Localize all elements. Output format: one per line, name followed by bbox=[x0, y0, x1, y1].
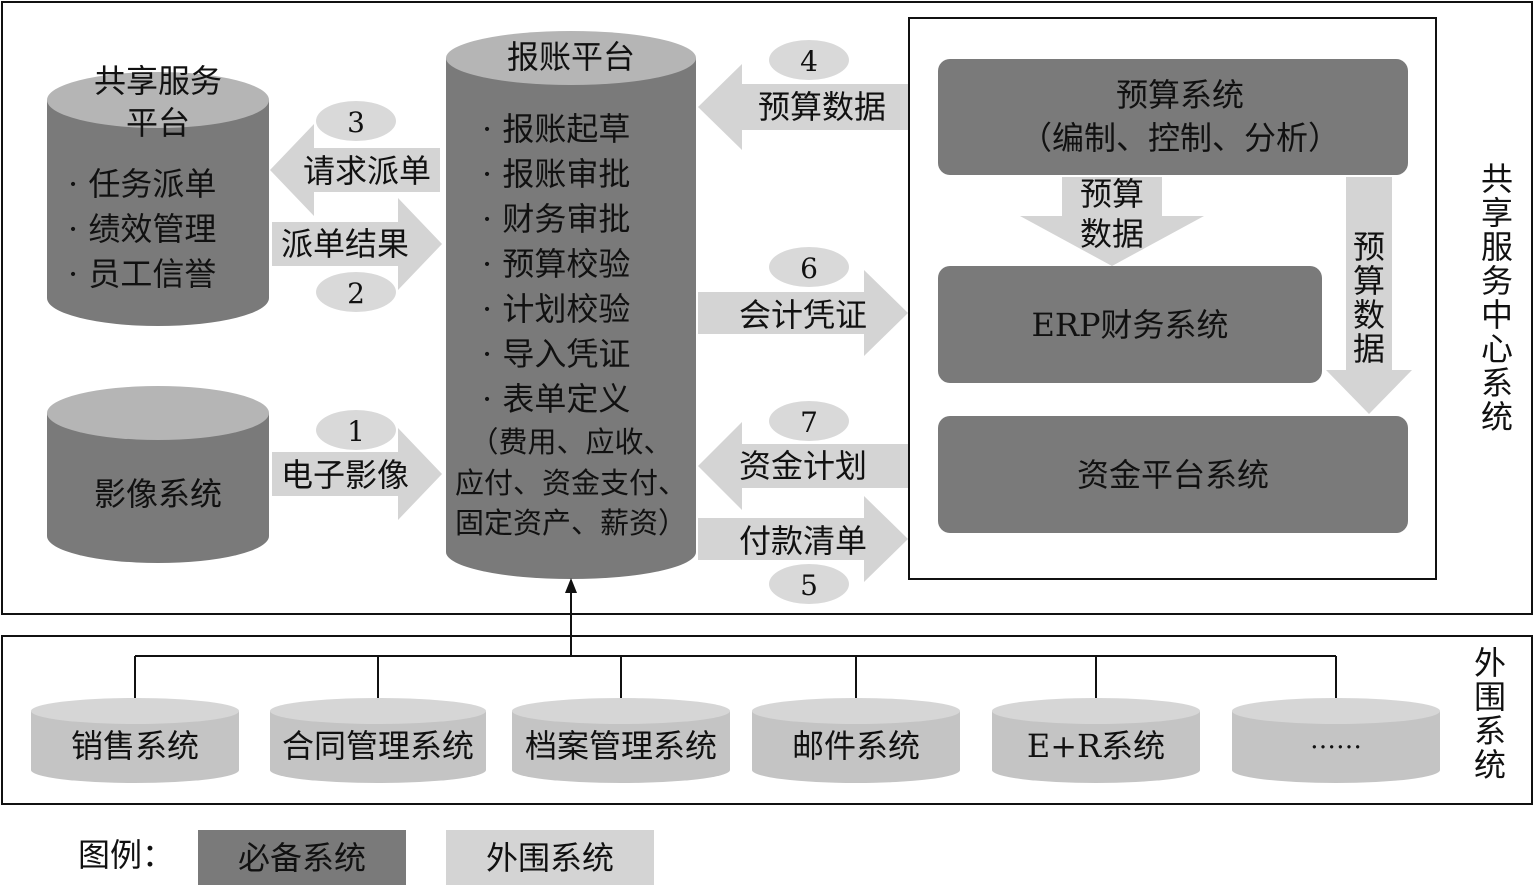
flow-7-arrow: 7 资金计划 bbox=[698, 401, 908, 510]
side-label-char: 服 bbox=[1481, 228, 1513, 266]
peripheral-connectors bbox=[134, 590, 1337, 707]
flow-4-number: 4 bbox=[800, 45, 818, 78]
peripheral-system: 合同管理系统 bbox=[270, 698, 486, 783]
flow-1-arrow: 1 电子影像 bbox=[272, 410, 442, 520]
legend-peripheral-label: 外围系统 bbox=[486, 839, 614, 877]
side-label-char: 外 bbox=[1474, 644, 1506, 682]
platform-input-arrowhead bbox=[565, 578, 577, 593]
side-label-char: 统 bbox=[1474, 746, 1506, 784]
peripheral-system-label: 销售系统 bbox=[71, 727, 199, 765]
budget-system-subtitle: （编制、控制、分析） bbox=[1020, 119, 1340, 157]
flow-2-arrow: 2 派单结果 bbox=[272, 198, 442, 312]
flow-3-arrow: 3 请求派单 bbox=[270, 101, 440, 216]
peripheral-side-label: 外 围 系 统 bbox=[1474, 644, 1506, 784]
side-label-char: 享 bbox=[1481, 194, 1513, 232]
side-label-char: 中 bbox=[1481, 296, 1513, 334]
fund-system-box bbox=[938, 416, 1408, 533]
reimbursement-sub-line: 固定资产、薪资） bbox=[455, 506, 687, 540]
flow-3-label: 请求派单 bbox=[303, 152, 431, 190]
side-label-char: 务 bbox=[1481, 262, 1513, 300]
shared-platform-cylinder: 共享服务 平台 · 任务派单 · 绩效管理 · 员工信誉 bbox=[47, 62, 269, 326]
side-label-char: 心 bbox=[1481, 330, 1513, 368]
erp-system-box bbox=[938, 266, 1322, 383]
reimbursement-item: · 财务审批 bbox=[482, 200, 630, 238]
reimbursement-sub-line: 应付、资金支付、 bbox=[455, 466, 687, 500]
reimbursement-sub-line: （费用、应收、 bbox=[469, 425, 672, 459]
shared-platform-item: · 绩效管理 bbox=[68, 210, 216, 248]
fund-system-label: 资金平台系统 bbox=[1077, 456, 1269, 494]
flow-6-arrow: 6 会计凭证 bbox=[698, 247, 908, 356]
side-arrow-char: 数 bbox=[1353, 296, 1385, 334]
reimbursement-item: · 计划校验 bbox=[482, 290, 630, 328]
flow-3-number: 3 bbox=[347, 106, 365, 139]
flow-5-number: 5 bbox=[800, 569, 818, 602]
peripheral-system-label: …… bbox=[1310, 725, 1362, 755]
shared-center-frame bbox=[1, 1, 1533, 615]
shared-platform-item: · 任务派单 bbox=[68, 165, 216, 203]
erp-system-label: ERP财务系统 bbox=[1032, 306, 1229, 344]
reimbursement-item: · 导入凭证 bbox=[482, 335, 630, 373]
shared-platform-title-2: 平台 bbox=[126, 104, 190, 142]
reimbursement-item: · 预算校验 bbox=[482, 245, 630, 283]
budget-to-erp-arrow: 预算 数据 bbox=[1020, 175, 1204, 266]
flow-4-label: 预算数据 bbox=[758, 88, 886, 126]
side-label-char: 统 bbox=[1481, 398, 1513, 436]
legend-peripheral-swatch bbox=[446, 830, 654, 885]
imaging-system-cylinder: 影像系统 bbox=[47, 386, 269, 563]
peripheral-system: 销售系统 bbox=[31, 698, 239, 783]
peripheral-system-label: 邮件系统 bbox=[792, 727, 920, 765]
legend-title: 图例： bbox=[78, 836, 174, 874]
peripheral-system: 档案管理系统 bbox=[512, 698, 730, 783]
budget-to-erp-label: 预算 bbox=[1080, 175, 1144, 213]
flow-7-label: 资金计划 bbox=[739, 447, 867, 485]
reimbursement-item: · 报账起草 bbox=[482, 110, 630, 148]
side-label-char: 系 bbox=[1474, 712, 1506, 750]
flow-4-arrow: 4 预算数据 bbox=[698, 40, 908, 150]
flow-5-arrow: 5 付款清单 bbox=[698, 496, 908, 604]
imaging-system-label: 影像系统 bbox=[94, 475, 222, 513]
side-arrow-char: 算 bbox=[1353, 262, 1385, 300]
flow-7-number: 7 bbox=[800, 406, 818, 439]
reimbursement-item: · 表单定义 bbox=[482, 380, 630, 418]
peripheral-frame bbox=[1, 635, 1533, 805]
peripheral-system-label: 合同管理系统 bbox=[282, 727, 474, 765]
right-system-frame bbox=[908, 17, 1437, 580]
flow-1-label: 电子影像 bbox=[281, 456, 409, 494]
side-label-char: 共 bbox=[1481, 160, 1513, 198]
side-arrow-char: 预 bbox=[1353, 228, 1385, 266]
peripheral-system-label: 档案管理系统 bbox=[525, 727, 717, 765]
flow-1-number: 1 bbox=[347, 415, 365, 448]
budget-to-erp-label: 数据 bbox=[1080, 215, 1144, 253]
shared-platform-item: · 员工信誉 bbox=[68, 255, 216, 293]
flow-5-label: 付款清单 bbox=[739, 522, 867, 560]
reimbursement-platform-cylinder: 报账平台 · 报账起草 · 报账审批 · 财务审批 · 预算校验 · 计划校验 … bbox=[446, 31, 696, 579]
budget-to-fund-arrow: 预 算 数 据 bbox=[1326, 177, 1412, 414]
side-label-char: 系 bbox=[1481, 364, 1513, 402]
reimbursement-platform-title: 报账平台 bbox=[507, 38, 635, 76]
side-label-char: 围 bbox=[1474, 678, 1506, 716]
flow-6-label: 会计凭证 bbox=[739, 296, 867, 334]
side-arrow-char: 据 bbox=[1353, 330, 1385, 368]
budget-system-box bbox=[938, 59, 1408, 175]
legend-required-label: 必备系统 bbox=[238, 839, 366, 877]
peripheral-system: E+R系统 bbox=[992, 698, 1200, 783]
flow-6-number: 6 bbox=[800, 252, 818, 285]
shared-center-side-label: 共 享 服 务 中 心 系 统 bbox=[1481, 160, 1513, 436]
reimbursement-item: · 报账审批 bbox=[482, 155, 630, 193]
legend-required-swatch bbox=[198, 830, 406, 885]
flow-2-label: 派单结果 bbox=[281, 225, 409, 263]
budget-system-title: 预算系统 bbox=[1116, 76, 1244, 114]
peripheral-system-label: E+R系统 bbox=[1027, 727, 1165, 765]
shared-platform-title-1: 共享服务 bbox=[94, 62, 222, 100]
peripheral-system: …… bbox=[1232, 698, 1440, 783]
legend: 图例： 必备系统 外围系统 bbox=[78, 830, 654, 885]
peripheral-system: 邮件系统 bbox=[752, 698, 960, 783]
flow-2-number: 2 bbox=[347, 277, 365, 310]
